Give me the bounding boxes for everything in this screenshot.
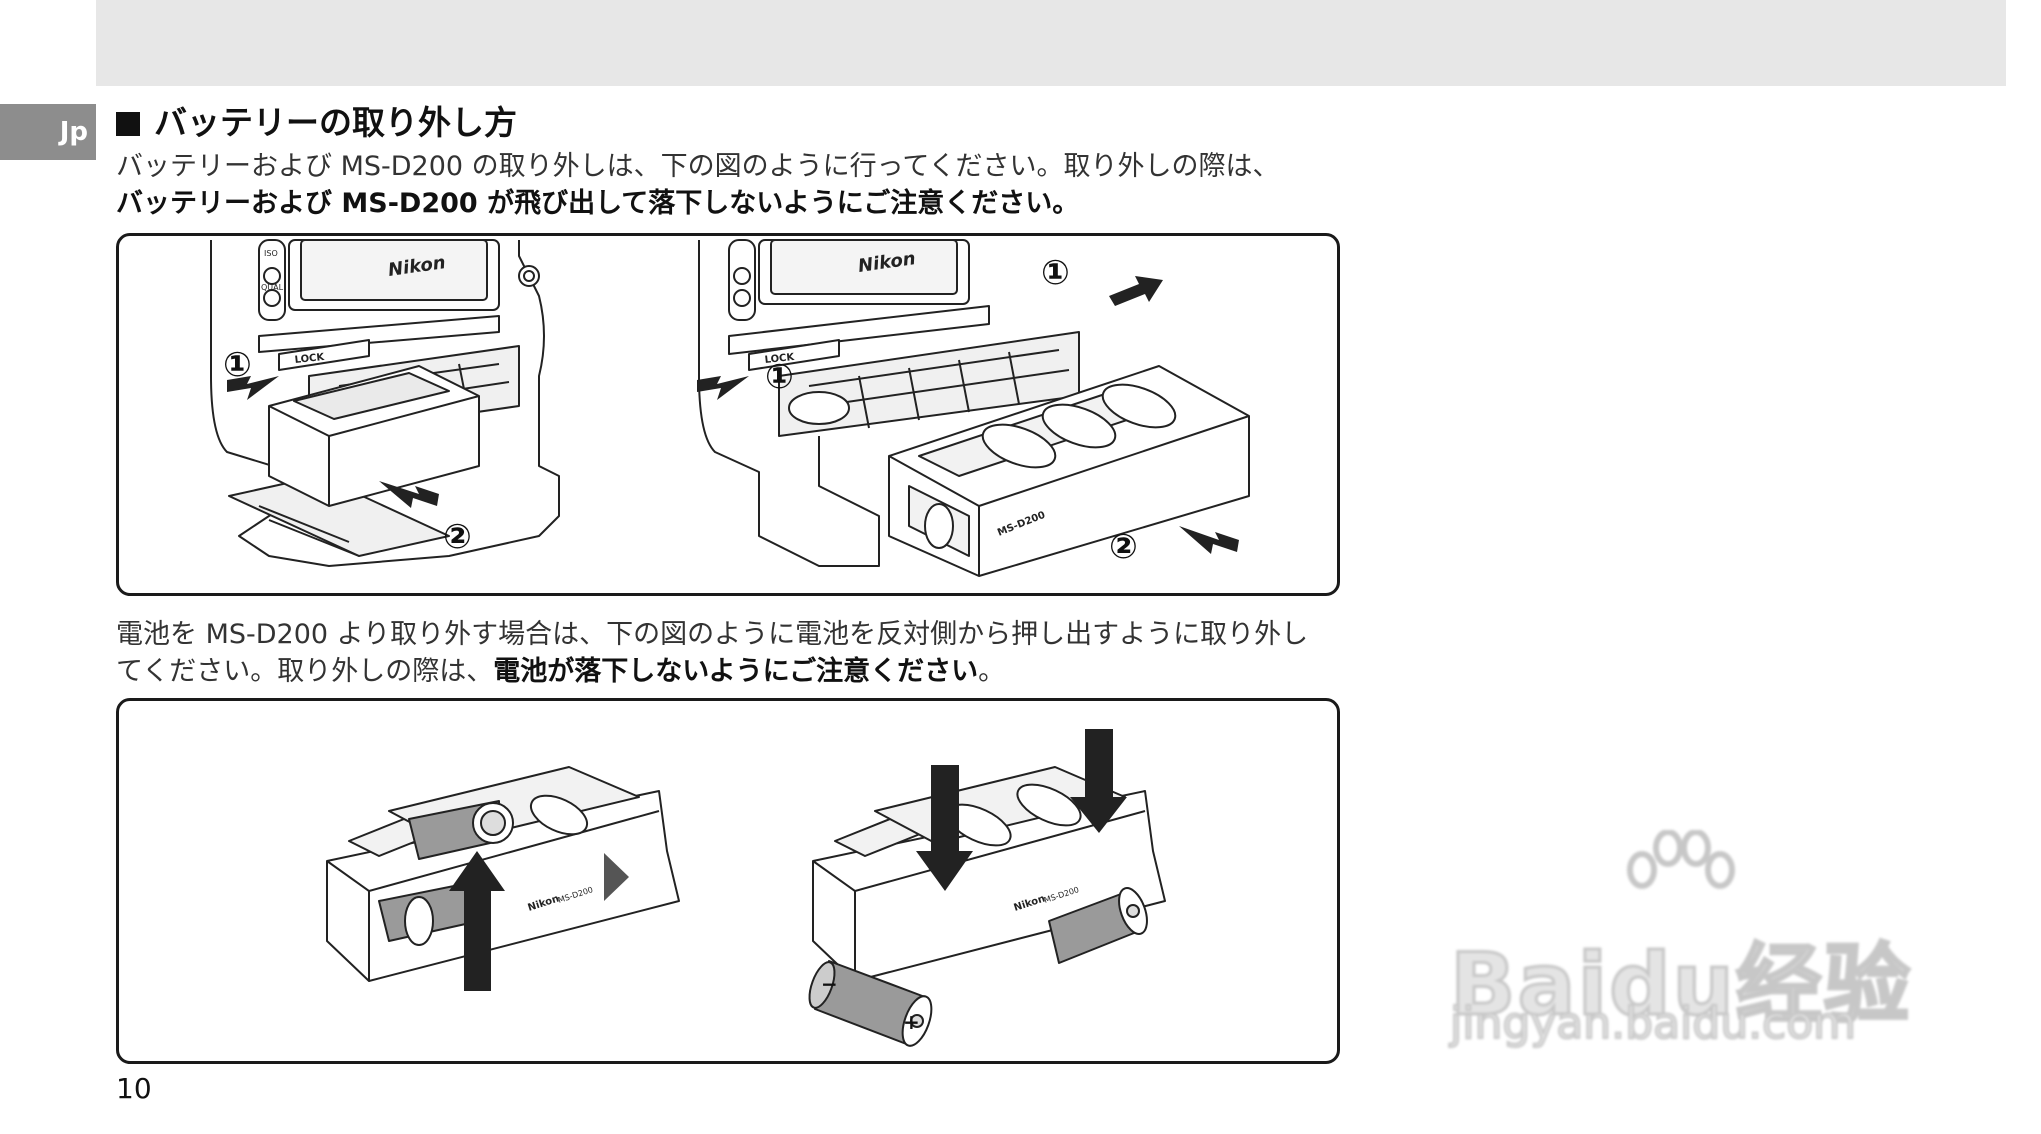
battery-removal-illustration: Nikon ISO QUAL LOCK [210, 239, 1250, 577]
second-line-2: てください。取り外しの際は、電池が落下しないようにご注意ください。 [116, 656, 1006, 687]
intro-line-1: バッテリーおよび MS-D200 の取り外しは、下の図のように行ってください。取… [116, 151, 1280, 182]
step-2-marker: ② [443, 517, 472, 557]
battery-holder-left: Nikon MS-D200 [326, 766, 680, 982]
next-step-triangle-icon [604, 853, 629, 901]
intro-warning: バッテリーおよび MS-D200 が飛び出して落下しないようにご注意ください。 [116, 188, 1080, 219]
aa-battery-back [1048, 887, 1148, 964]
baidu-watermark: Baidu经验 jingyan.baidu.com [1448, 830, 1930, 1060]
arrow-out-icon-right [1179, 526, 1239, 554]
figure-battery-pushout: Nikon MS-D200 Nikon MS-D200 [116, 698, 1340, 1064]
qual-button-label: QUAL [261, 283, 284, 292]
iso-button-label: ISO [264, 249, 278, 258]
baidu-paw-icon [1627, 830, 1735, 889]
arrow-left-icon [227, 376, 279, 400]
step-arrows [227, 276, 1239, 554]
aa-battery-front [808, 960, 933, 1047]
intro-paragraph: バッテリーおよび MS-D200 の取り外しは、下の図のように行ってください。取… [116, 148, 1280, 222]
arrow-push-up-icon [449, 851, 505, 991]
step-1-marker: ① [223, 345, 252, 385]
camera-right: Nikon LOCK MS-D200 [698, 239, 1250, 577]
camera-left: Nikon ISO QUAL LOCK [210, 239, 560, 567]
step-1-marker-top: ① [1041, 253, 1070, 293]
language-tab: Jp [0, 104, 96, 160]
arrow-down-icon-left [916, 765, 973, 891]
page-number: 10 [116, 1072, 152, 1105]
heading-text: バッテリーの取り外し方 [154, 103, 517, 142]
baidu-url: jingyan.baidu.com [1449, 997, 1857, 1050]
baidu-wordmark: Baidu经验 [1448, 934, 1912, 1037]
arrow-left-icon-right [697, 376, 749, 400]
arrow-down-icon-right [1070, 729, 1127, 833]
figure-battery-removal: Nikon ISO QUAL LOCK [116, 233, 1340, 596]
header-band [96, 0, 2006, 86]
step-2-marker-right: ② [1109, 527, 1138, 567]
square-bullet-icon [116, 112, 140, 136]
lock-label-left: LOCK [294, 352, 326, 366]
minus-terminal-label: − [821, 972, 838, 996]
baidu-jingyan-cjk: 经验 [1734, 934, 1912, 1037]
plus-terminal-label: + [903, 1010, 920, 1034]
step-1-marker-right: ① [765, 357, 794, 397]
section-heading: バッテリーの取り外し方 [116, 96, 517, 144]
arrow-up-icon [1109, 276, 1163, 306]
second-warning: 電池が落下しないようにご注意ください [493, 656, 979, 687]
battery-pushout-illustration: Nikon MS-D200 Nikon MS-D200 [326, 729, 1166, 1047]
intro-line-2: バッテリーおよび MS-D200 が飛び出して落下しないようにご注意ください。 [116, 185, 1280, 222]
second-line-1: 電池を MS-D200 より取り外す場合は、下の図のように電池を反対側から押し出… [116, 619, 1309, 650]
second-paragraph: 電池を MS-D200 より取り外す場合は、下の図のように電池を反対側から押し出… [116, 616, 1308, 690]
arrow-out-icon [379, 481, 439, 508]
lock-label-right: LOCK [764, 352, 796, 366]
baidu-du-badge: du [1608, 934, 1736, 1037]
